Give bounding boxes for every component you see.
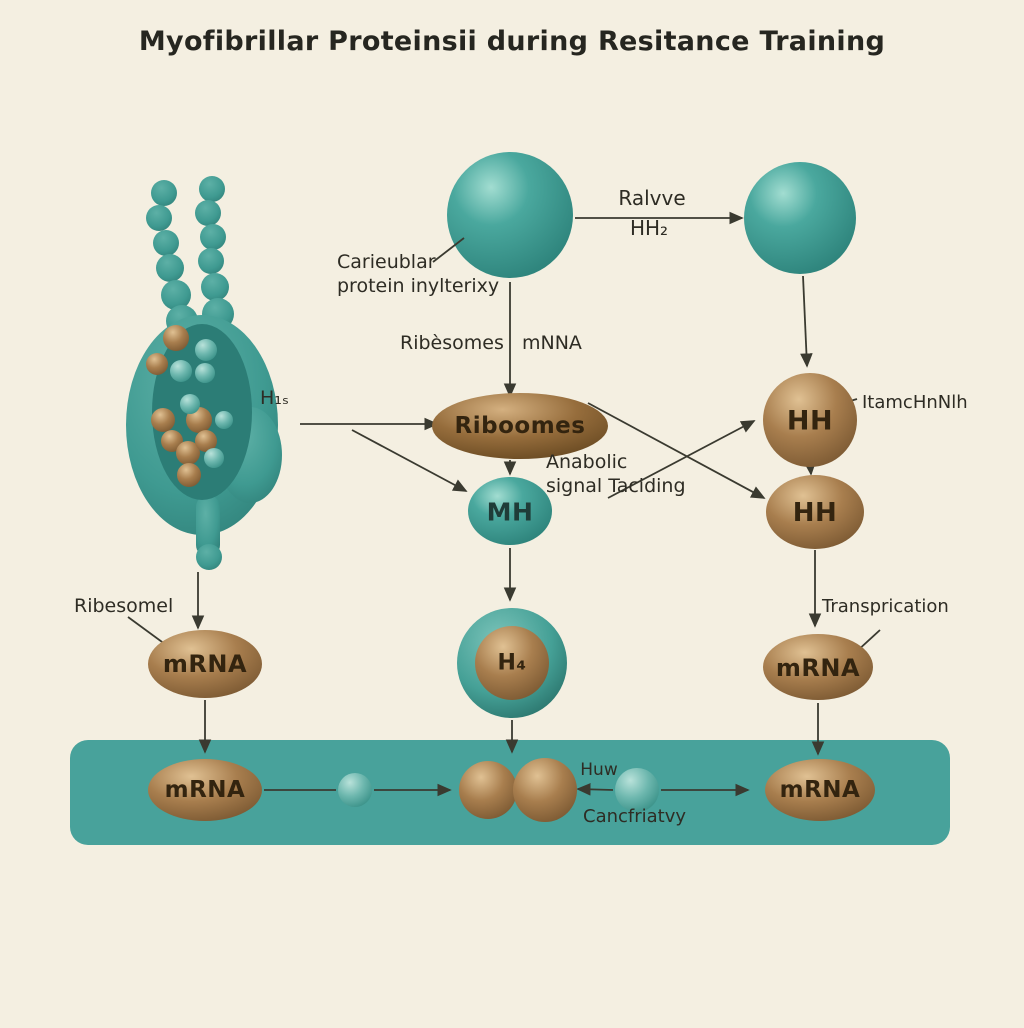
cell-left-stalk (146, 180, 198, 337)
label-mnna: mNNA (522, 332, 582, 354)
label-ribesomel: Ribesomel (74, 595, 174, 617)
arrow-sphere-to-hh-sphere (800, 275, 813, 368)
cell-teal-vesicles (170, 339, 233, 468)
label-cell-note-2: protein inylterixy (337, 275, 500, 297)
arrow-h1s-to-mh (351, 429, 468, 492)
band-mrna-left-label: mRNA (164, 777, 246, 803)
label-huw: Huw (580, 760, 618, 780)
donut-complex (457, 608, 567, 718)
mrna-right-oval (763, 634, 873, 700)
teal-sphere-top-right (744, 162, 856, 274)
label-ribesomes: Ribèsomes (400, 332, 504, 354)
label-anabolic-2: signal Taciding (546, 475, 686, 497)
band-mrna-right-label: mRNA (779, 777, 861, 803)
teal-sphere-top-left (447, 152, 573, 278)
band-brown-sphere-pair (459, 758, 577, 822)
hh-sphere (763, 373, 857, 467)
label-hh2: HH₂ (629, 216, 669, 240)
label-itamchnnlh: ItamcHnNlh (862, 392, 968, 413)
label-cancfriatvy: Cancfriatvy (583, 806, 687, 827)
label-ralvve: Ralvve (618, 186, 686, 210)
label-anabolic-1: Anabolic (546, 451, 628, 473)
mrna-left-oval (148, 630, 262, 698)
hh-sphere-label: HH (786, 405, 834, 437)
arrow-riboomes-to-hh-oval (587, 402, 766, 499)
riboomes-oval (432, 393, 608, 459)
mrna-right-label: mRNA (775, 654, 861, 682)
band-mrna-right-oval (765, 759, 875, 821)
cell-right-stalk (195, 176, 234, 330)
riboomes-label: Riboomes (454, 413, 586, 439)
diagram-title: Myofibrillar Proteinsii during Resitance… (138, 26, 886, 57)
muscle-cell-illustration (126, 176, 282, 570)
hh-oval (766, 475, 864, 549)
band-arrow-left-to-pair (576, 783, 614, 796)
donut-label: H₄ (497, 650, 527, 676)
leader-cell-note (432, 237, 465, 263)
label-h1s: H₁ₛ (260, 387, 289, 409)
label-cell-note-1: Carieublar (337, 251, 436, 273)
mh-oval (468, 477, 552, 545)
band-teal-sphere-1 (338, 773, 372, 807)
cell-brown-vesicles (146, 325, 217, 487)
mh-label: MH (486, 497, 534, 527)
mrna-left-label: mRNA (162, 650, 248, 678)
label-transprication: Transprication (822, 596, 949, 617)
band-teal-sphere-2 (615, 768, 659, 812)
band-mrna-left-oval (148, 759, 262, 821)
hh-oval-label: HH (792, 498, 838, 528)
arrow-to-hh-sphere (607, 420, 756, 499)
